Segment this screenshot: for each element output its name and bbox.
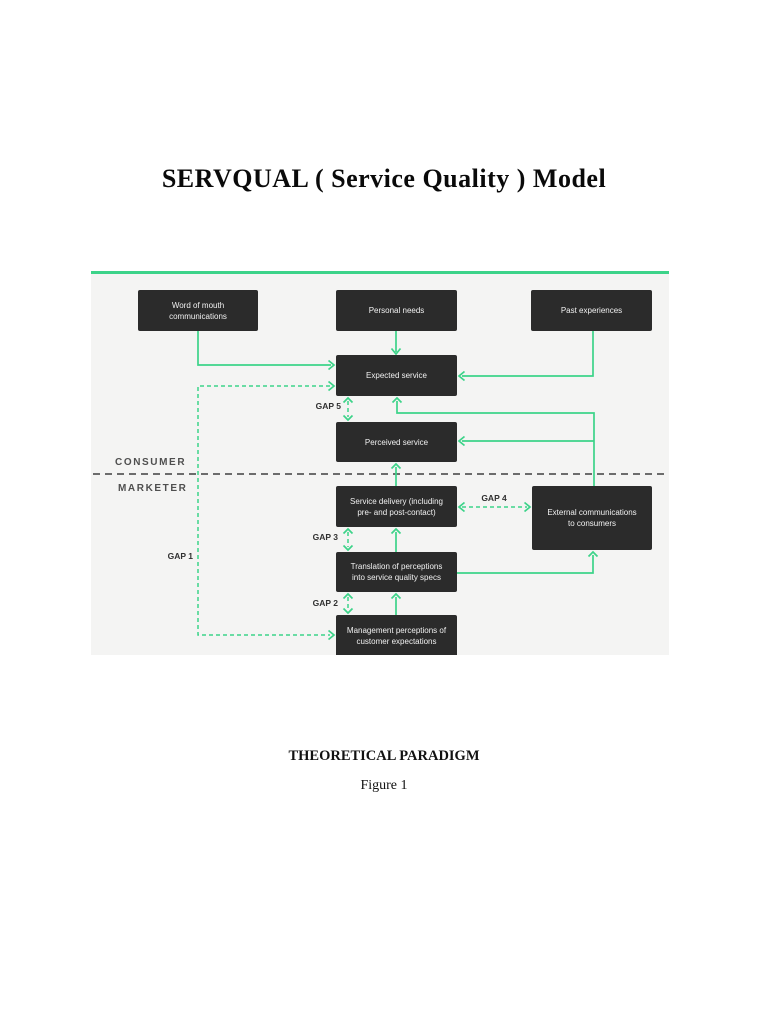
arrow-service-delivery-to-perceived (390, 462, 402, 486)
box-perceived-service-label: Perceived service (364, 437, 429, 447)
box-service-delivery-label: Service delivery (including pre- and pos… (350, 496, 443, 517)
gap4-arrow (457, 501, 532, 513)
marketer-zone-label: MARKETER (118, 483, 188, 494)
consumer-zone-label: CONSUMER (115, 457, 187, 468)
gap5-arrow (342, 396, 354, 422)
box-translation: Translation of perceptions into service … (336, 552, 457, 592)
arrow-word-of-mouth-to-expected (197, 331, 336, 371)
arrow-translation-to-external (457, 550, 599, 574)
box-past-experiences: Past experiences (531, 290, 652, 331)
box-external-communications-label: External communications to consumers (547, 508, 637, 528)
box-personal-needs: Personal needs (336, 290, 457, 331)
gap4-label: GAP 4 (481, 493, 507, 503)
box-personal-needs-label: Personal needs (368, 306, 425, 315)
box-service-delivery: Service delivery (including pre- and pos… (336, 486, 457, 527)
box-past-experiences-label: Past experiences (560, 306, 623, 315)
box-expected-service-label: Expected service (366, 371, 427, 380)
servqual-figure: Word of mouth communications Personal ne… (91, 271, 669, 655)
gap1-arrow (197, 380, 336, 641)
arrow-past-experiences-to-expected (457, 331, 594, 382)
arrow-translation-to-service-delivery (390, 527, 402, 552)
gap3-label: GAP 3 (312, 532, 338, 542)
diagram-arrows (93, 331, 668, 641)
box-word-of-mouth: Word of mouth communications (138, 290, 258, 331)
figure-number: Figure 1 (360, 778, 408, 793)
gap1-label: GAP 1 (167, 551, 193, 561)
box-external-communications: External communications to consumers (532, 486, 652, 550)
box-translation-label: Translation of perceptions into service … (350, 562, 443, 582)
figure-top-rule (91, 271, 669, 274)
gap2-label: GAP 2 (312, 598, 338, 608)
gap5-label: GAP 5 (315, 401, 341, 411)
gap2-arrow (342, 592, 354, 615)
gap3-arrow (342, 527, 354, 552)
arrow-external-to-expected (391, 396, 595, 486)
arrow-personal-needs-to-expected (390, 331, 402, 356)
box-expected-service: Expected service (336, 355, 457, 396)
box-management-perceptions-label: Management perceptions of customer expec… (346, 626, 447, 646)
box-management-perceptions: Management perceptions of customer expec… (336, 615, 457, 655)
caption-heading: THEORETICAL PARADIGM (288, 748, 480, 764)
box-perceived-service: Perceived service (336, 422, 457, 462)
arrow-management-to-translation (390, 592, 402, 615)
page-title: SERVQUAL ( Service Quality ) Model (161, 164, 607, 193)
arrow-external-to-perceived (457, 435, 594, 447)
box-word-of-mouth-label: Word of mouth communications (169, 300, 227, 321)
